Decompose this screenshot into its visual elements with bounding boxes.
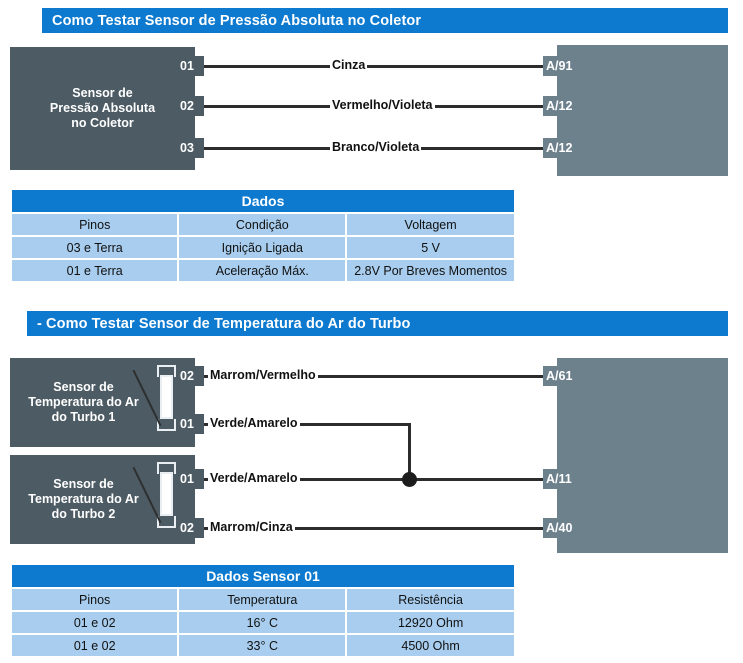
table-1-r0-c0: 03 e Terra [12,237,178,258]
wire-label-marrom-cinza: Marrom/Cinza [208,520,295,534]
wire-drop-verde-amarelo-1 [408,423,411,479]
thermistor-lead-bottom [157,516,176,528]
sensor-pin-01: 01 [178,56,204,76]
table-1-col-voltagem: Voltagem [347,214,514,235]
turbo1-pin-01: 01 [178,414,204,434]
thermistor-lead-top [157,365,176,377]
turbo1-pin-02: 02 [178,366,204,386]
table-2-col-resistencia: Resistência [347,589,514,610]
table-1-r1-c1: Aceleração Máx. [179,260,346,281]
thermistor-body [160,472,173,516]
table-1-r1-c2: 2.8V Por Breves Momentos [347,260,514,281]
sensor-pin-03: 03 [178,138,204,158]
thermistor-icon-1 [132,363,182,435]
table-2-col-pinos: Pinos [12,589,178,610]
table-1-r1-c0: 01 e Terra [12,260,178,281]
sensor-block-turbo-1-label: Sensor de Temperatura do Ar do Turbo 1 [28,380,139,424]
wire-label-marrom-vermelho: Marrom/Vermelho [208,368,318,382]
table-2-r1-c2: 4500 Ohm [347,635,514,656]
table-dados-sensor-01: Dados Sensor 01 Pinos Temperatura Resist… [10,563,516,658]
ecu-pin-a11: A/11 [543,469,591,489]
table-2-r0-c0: 01 e 02 [12,612,178,633]
wire-junction-dot [402,472,417,487]
table-2-r1-c0: 01 e 02 [12,635,178,656]
wire-line-verde-amarelo-2 [204,478,543,481]
ecu-pin-a40: A/40 [543,518,591,538]
thermistor-lead-top [157,462,176,474]
sensor-pin-02: 02 [178,96,204,116]
table-1-r0-c1: Ignição Ligada [179,237,346,258]
wire-label-vermelho-violeta: Vermelho/Violeta [330,98,435,112]
wire-label-verde-amarelo-1: Verde/Amarelo [208,416,300,430]
ecu-pin-a91: A/91 [543,56,591,76]
table-2-r0-c1: 16° C [179,612,346,633]
ecu-pin-a12-1: A/12 [543,96,591,116]
table-2-r0-c2: 12920 Ohm [347,612,514,633]
wire-label-branco-violeta: Branco/Violeta [330,140,422,154]
table-dados-pressao: Dados Pinos Condição Voltagem 03 e Terra… [10,188,516,283]
table-row: 01 e 02 16° C 12920 Ohm [12,612,514,633]
wire-line-marrom-cinza [204,527,543,530]
wire-line-verde-amarelo-1 [204,423,411,426]
table-2-col-temperatura: Temperatura [179,589,346,610]
table-1-col-pinos: Pinos [12,214,178,235]
thermistor-lead-bottom [157,419,176,431]
turbo2-pin-02: 02 [178,518,204,538]
thermistor-body [160,375,173,419]
table-row: 01 e Terra Aceleração Máx. 2.8V Por Brev… [12,260,514,281]
wire-label-verde-amarelo-2: Verde/Amarelo [208,471,300,485]
table-2-r1-c1: 33° C [179,635,346,656]
sensor-block-turbo-2-label: Sensor de Temperatura do Ar do Turbo 2 [28,477,139,521]
sensor-block-pressao: Sensor de Pressão Absoluta no Coletor [10,47,195,170]
wire-line-marrom-vermelho [204,375,543,378]
turbo2-pin-01: 01 [178,469,204,489]
wire-label-cinza: Cinza [330,58,368,72]
table-1-r0-c2: 5 V [347,237,514,258]
wire-line-cinza [204,65,543,68]
thermistor-icon-2 [132,460,182,532]
table-2-title: Dados Sensor 01 [12,565,514,587]
section-1-header: Como Testar Sensor de Pressão Absoluta n… [42,8,728,33]
table-row: 03 e Terra Ignição Ligada 5 V [12,237,514,258]
section-2-header: - Como Testar Sensor de Temperatura do A… [27,311,728,336]
sensor-block-pressao-label: Sensor de Pressão Absoluta no Coletor [49,86,156,130]
table-row: 01 e 02 33° C 4500 Ohm [12,635,514,656]
table-1-col-condicao: Condição [179,214,346,235]
table-1-title: Dados [12,190,514,212]
ecu-pin-a12-2: A/12 [543,138,591,158]
ecu-pin-a61: A/61 [543,366,591,386]
